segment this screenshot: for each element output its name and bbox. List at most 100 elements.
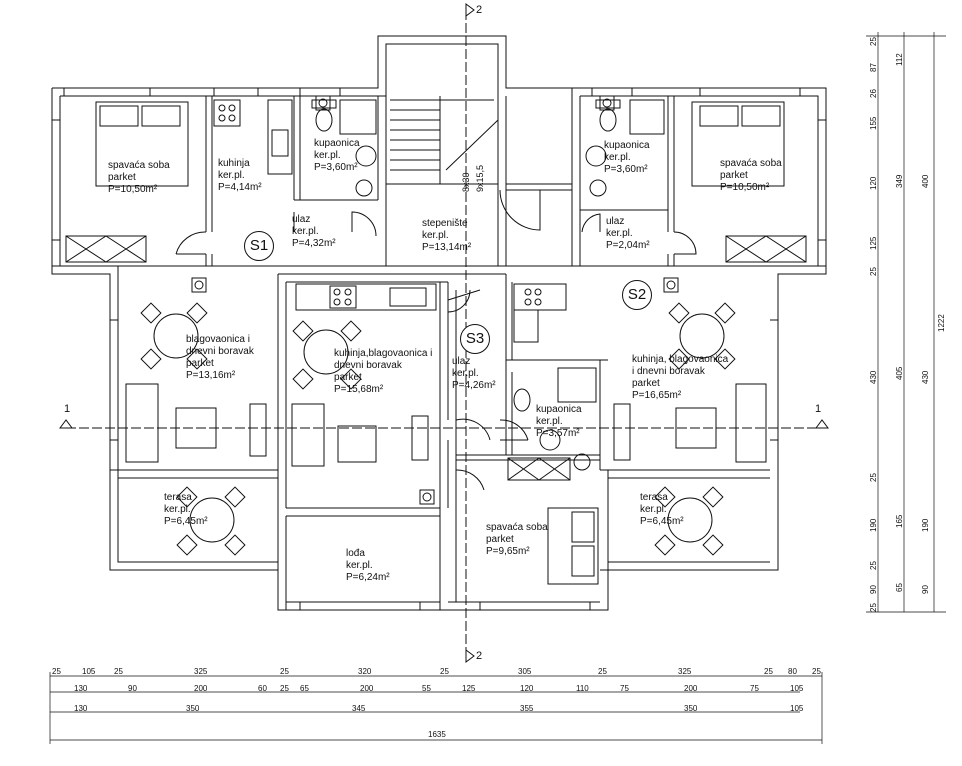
- vdim-label: 190: [869, 518, 878, 532]
- stair-note-2: 9x15,5: [475, 164, 485, 192]
- room-name: ulaz: [606, 216, 625, 227]
- vdim-label: 112: [895, 53, 904, 66]
- dim-label: 125: [462, 684, 476, 693]
- dim-label: 200: [194, 684, 208, 693]
- vdim-label: 405: [895, 366, 904, 380]
- room-area: P=16,65m²: [632, 390, 682, 401]
- vdim-label: 87: [869, 63, 878, 72]
- room-floor: ker.pl.: [536, 416, 563, 427]
- room-floor: ker.pl.: [604, 152, 631, 163]
- dim-label: 320: [358, 667, 372, 676]
- dim-label: 110: [576, 684, 589, 693]
- room-floor: ker.pl.: [218, 170, 245, 181]
- room-name: blagovaonica i: [186, 334, 250, 345]
- dim-label: 75: [620, 684, 629, 693]
- vdim-label: 165: [895, 514, 904, 528]
- vdim-label: 26: [869, 89, 878, 98]
- dim-label: 200: [684, 684, 698, 693]
- unit-tag-s1: S1: [244, 231, 274, 261]
- vdim-label: 25: [869, 37, 878, 46]
- room-area: P=4,26m²: [452, 380, 496, 391]
- room-name: terasa: [164, 492, 192, 503]
- vdim-label: 120: [869, 176, 878, 190]
- section-marker-right: 1: [815, 403, 822, 415]
- vdim-label: 190: [921, 518, 930, 532]
- dim-label: 80: [788, 667, 797, 676]
- room-area: P=6,45m²: [640, 516, 684, 527]
- room-name: spavaća soba: [486, 522, 548, 533]
- vdim-label: 125: [869, 236, 878, 250]
- room-name: lođa: [346, 548, 365, 559]
- dim-label: 25: [280, 667, 289, 676]
- room-name: ulaz: [292, 214, 311, 225]
- room-area: P=6,45m²: [164, 516, 208, 527]
- dim-label: 325: [678, 667, 692, 676]
- vdim-label: 90: [869, 585, 878, 594]
- dim-label: 105: [82, 667, 96, 676]
- dim-label: 90: [128, 684, 137, 693]
- dim-label: 200: [360, 684, 374, 693]
- section-marker-left: 1: [64, 403, 71, 415]
- room-floor: parket: [334, 372, 362, 383]
- room-floor: ker.pl.: [346, 560, 373, 571]
- room-area: P=15,68m²: [334, 384, 384, 395]
- vdim-label: 25: [869, 603, 878, 612]
- room-floor: ker.pl.: [606, 228, 633, 239]
- dim-label: 105: [790, 704, 804, 713]
- vdim-label: 90: [921, 585, 930, 594]
- room-name: kupaonica: [604, 140, 650, 151]
- stair-note-1: 8x30: [461, 172, 471, 192]
- room-name: kuhinja: [218, 158, 250, 169]
- room-floor: ker.pl.: [422, 230, 449, 241]
- room-name: ulaz: [452, 356, 471, 367]
- vdim-label: 430: [869, 370, 878, 384]
- dim-label: 355: [520, 704, 534, 713]
- room-name: terasa: [640, 492, 668, 503]
- dim-label: 25: [598, 667, 607, 676]
- vdim-label: 400: [921, 174, 930, 188]
- dim-label: 130: [74, 684, 88, 693]
- room-name-line2: dnevni boravak: [186, 346, 254, 357]
- dim-label: 25: [52, 667, 61, 676]
- room-area: P=3,57m²: [536, 428, 580, 439]
- room-area: P=4,32m²: [292, 238, 336, 249]
- dim-label: 25: [440, 667, 449, 676]
- room-name: spavaća soba: [720, 158, 782, 169]
- dim-total-width: 1635: [428, 730, 446, 739]
- room-area: P=13,14m²: [422, 242, 472, 253]
- dim-label: 305: [518, 667, 532, 676]
- room-name: kuhinja, blagovaonica: [632, 354, 729, 365]
- dim-label: 345: [352, 704, 366, 713]
- dim-label: 25: [764, 667, 773, 676]
- dim-label: 325: [194, 667, 208, 676]
- room-area: P=10,50m²: [720, 182, 770, 193]
- room-area: P=13,16m²: [186, 370, 236, 381]
- room-area: P=2,04m²: [606, 240, 650, 251]
- room-name: kupaonica: [536, 404, 582, 415]
- section-marker-top: 2: [476, 4, 483, 16]
- unit-tag-s2: S2: [622, 280, 652, 310]
- room-floor: ker.pl.: [164, 504, 191, 515]
- room-name-line2: dnevni boravak: [334, 360, 402, 371]
- dim-label: 65: [300, 684, 309, 693]
- room-area: P=10,50m²: [108, 184, 158, 195]
- dim-label: 60: [258, 684, 267, 693]
- room-area: P=3,60m²: [604, 164, 648, 175]
- room-area: P=3,60m²: [314, 162, 358, 173]
- dim-label: 105: [790, 684, 804, 693]
- dim-label: 25: [812, 667, 821, 676]
- vdim-label: 155: [869, 116, 878, 130]
